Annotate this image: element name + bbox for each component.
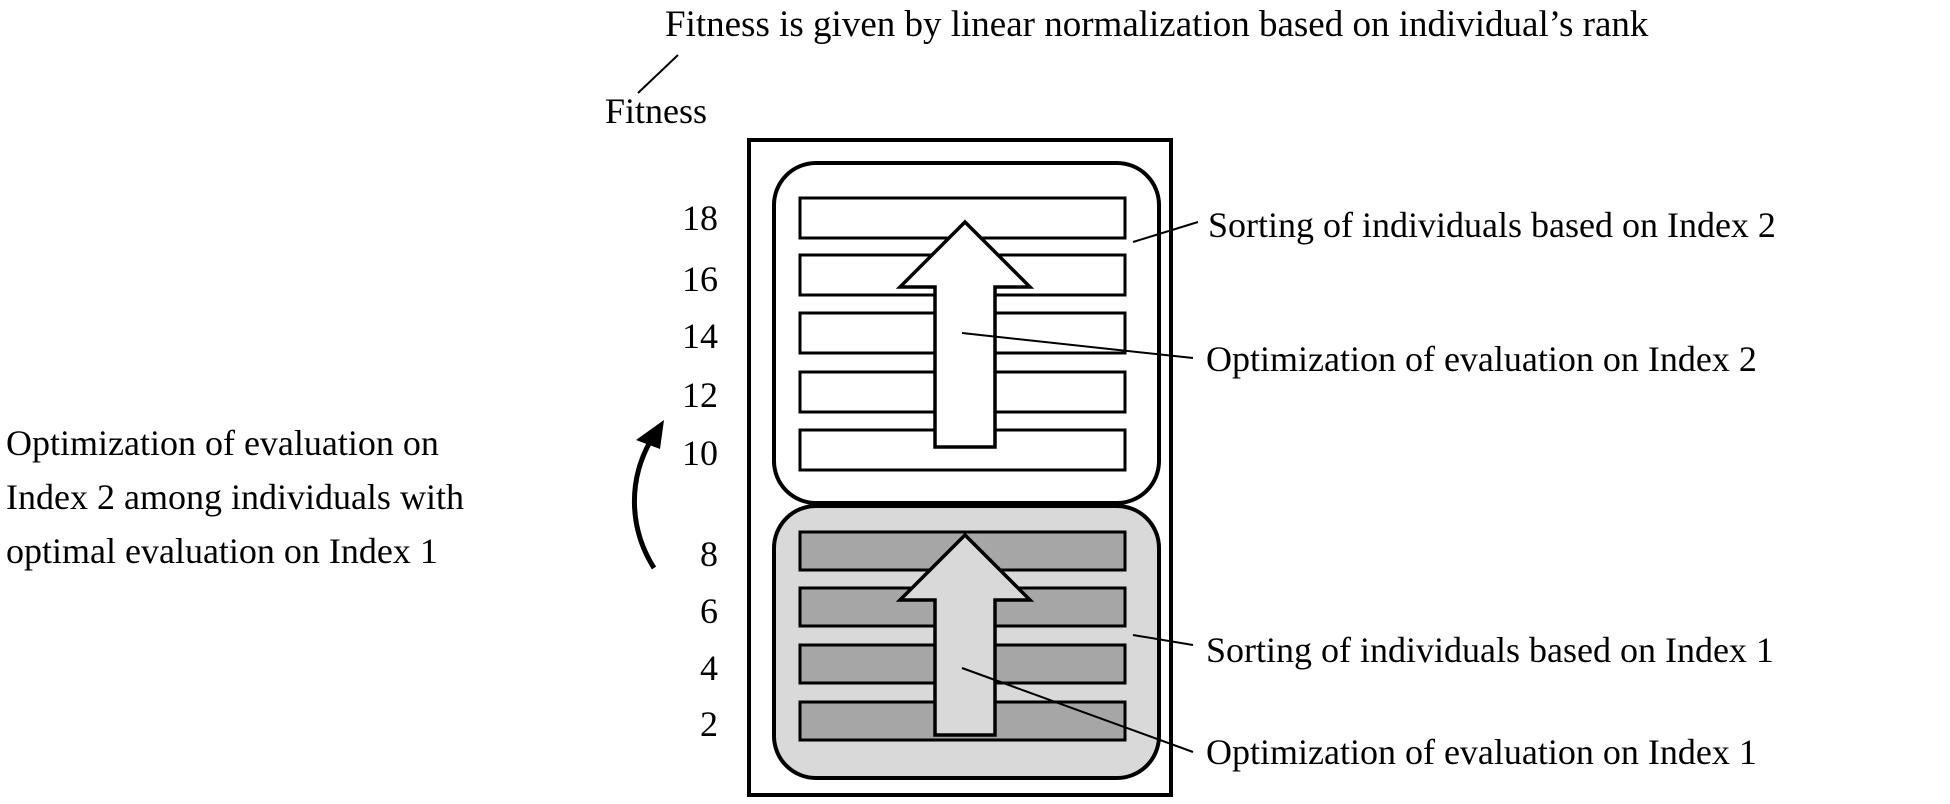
leader-opt-index1 (961, 667, 1194, 753)
left-note-line: optimal evaluation on Index 1 (6, 531, 438, 571)
leader-sort-index2 (1132, 221, 1199, 243)
fitness-axis-label: Fitness (605, 91, 707, 131)
title-leader-line (637, 54, 679, 94)
curved-up-arrow (632, 438, 657, 570)
fitness-tick: 8 (700, 534, 718, 574)
left-note: Optimization of evaluation on Index 2 am… (6, 423, 464, 571)
fitness-tick: 2 (700, 704, 718, 744)
left-note-line: Index 2 among individuals with (6, 477, 464, 517)
diagram-title: Fitness is given by linear normalization… (665, 4, 1649, 45)
fitness-tick: 12 (682, 375, 718, 415)
upper-individual-bar (798, 428, 1127, 472)
fitness-ticks: 18 16 14 12 10 8 6 4 2 (682, 198, 718, 744)
fitness-tick: 18 (682, 198, 718, 238)
label-opt-index1: Optimization of evaluation on Index 1 (1206, 732, 1757, 772)
fitness-tick: 10 (682, 433, 718, 473)
label-sort-index1: Sorting of individuals based on Index 1 (1206, 630, 1774, 670)
leader-sort-index1 (1132, 634, 1194, 646)
leader-opt-index2 (961, 332, 1194, 359)
fitness-tick: 4 (700, 648, 718, 688)
upper-up-arrow (895, 219, 1035, 449)
fitness-tick: 16 (682, 259, 718, 299)
fitness-tick: 14 (682, 316, 718, 356)
left-note-line: Optimization of evaluation on (6, 423, 439, 463)
lower-group (772, 504, 1161, 780)
lower-up-arrow (895, 532, 1035, 737)
label-sort-index2: Sorting of individuals based on Index 2 (1208, 205, 1776, 245)
curved-arrow-head (636, 420, 664, 449)
label-opt-index2: Optimization of evaluation on Index 2 (1206, 339, 1757, 379)
fitness-tick: 6 (700, 591, 718, 631)
